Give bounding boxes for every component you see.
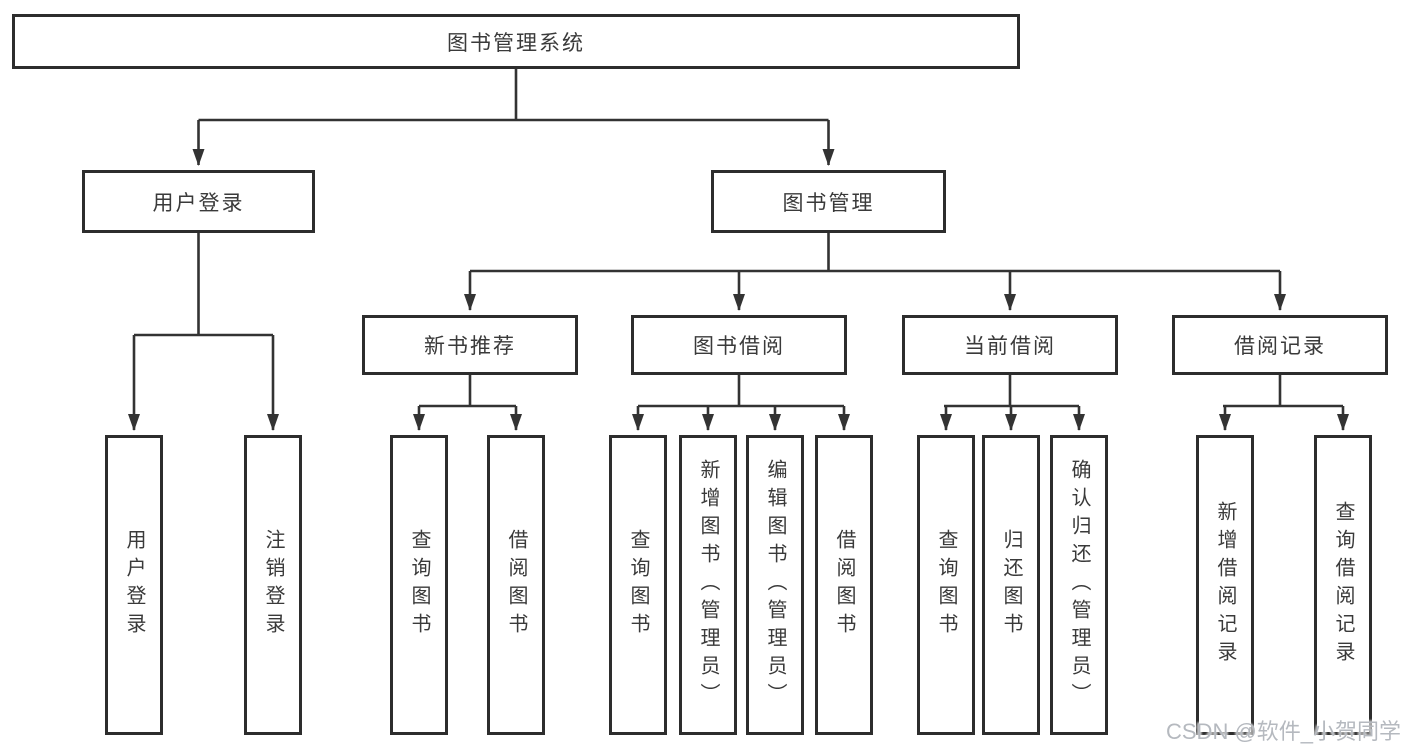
leaf-return-books: 归还图书 [982,435,1040,735]
node-label: 查询图书 [627,529,649,641]
leaf-confirm-return-admin: 确认归还（管理员） [1050,435,1108,735]
node-label: 借阅图书 [833,529,855,641]
leaf-logout: 注销登录 [244,435,302,735]
leaf-user-login: 用户登录 [105,435,163,735]
leaf-borrow-books: 借阅图书 [815,435,873,735]
node-new-book-recommendation: 新书推荐 [362,315,578,375]
csdn-watermark: CSDN @软件_小贺同学 [1166,719,1402,744]
node-user-login: 用户登录 [82,170,315,233]
node-label: 图书管理系统 [447,31,585,55]
node-label: 图书管理 [782,191,875,215]
node-current-borrowing: 当前借阅 [902,315,1118,375]
leaf-borrow-books-recommend: 借阅图书 [487,435,545,735]
node-label: 注销登录 [262,529,284,641]
node-label: 查询图书 [408,529,430,641]
leaf-query-books-current: 查询图书 [917,435,975,735]
node-label: 用户登录 [123,529,145,641]
node-root-system: 图书管理系统 [12,14,1020,69]
leaf-add-books-admin: 新增图书（管理员） [679,435,737,735]
node-label: 图书借阅 [693,335,785,358]
node-label: 归还图书 [1000,529,1022,641]
node-label: 编辑图书（管理员） [764,459,786,711]
node-label: 当前借阅 [964,335,1056,358]
node-label: 查询借阅记录 [1332,501,1354,669]
node-label: 新书推荐 [424,335,516,358]
node-label: 新增图书（管理员） [697,459,719,711]
node-book-management: 图书管理 [711,170,946,233]
node-book-borrowing: 图书借阅 [631,315,847,375]
node-label: 借阅图书 [505,529,527,641]
node-borrowing-records: 借阅记录 [1172,315,1388,375]
node-label: 用户登录 [152,191,245,215]
node-label: 确认归还（管理员） [1068,459,1090,711]
node-label: 查询图书 [935,529,957,641]
leaf-query-books-recommend: 查询图书 [390,435,448,735]
node-label: 借阅记录 [1234,335,1326,358]
leaf-add-borrow-record: 新增借阅记录 [1196,435,1254,735]
leaf-query-books-borrowing: 查询图书 [609,435,667,735]
leaf-edit-books-admin: 编辑图书（管理员） [746,435,804,735]
node-label: 新增借阅记录 [1214,501,1236,669]
leaf-query-borrow-record: 查询借阅记录 [1314,435,1372,735]
